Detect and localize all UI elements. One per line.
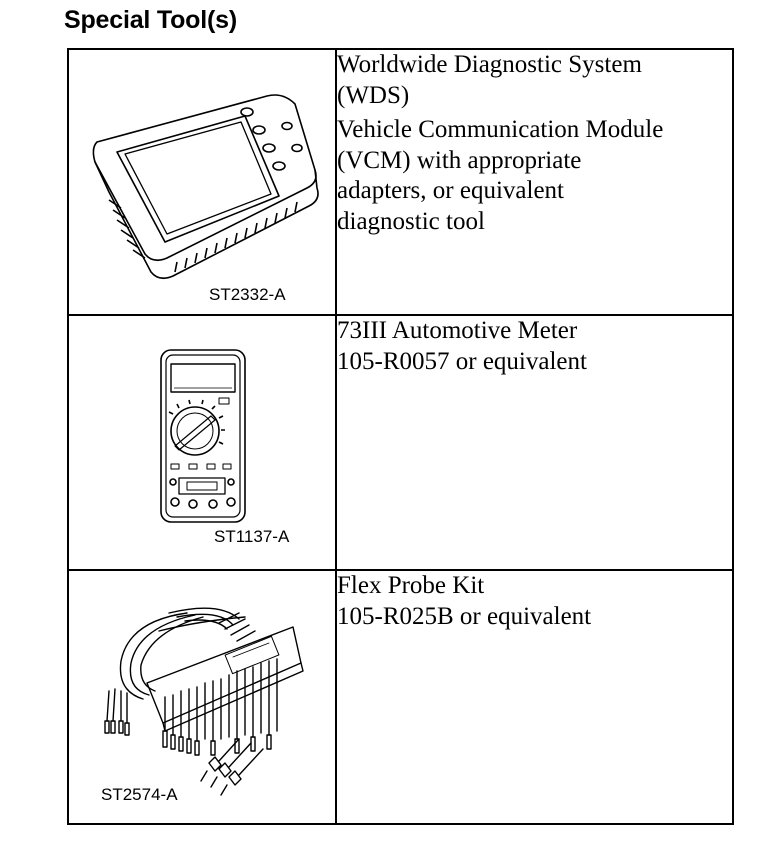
tool-description-line: Flex Probe Kit <box>337 572 485 599</box>
page-title: Special Tool(s) <box>64 6 237 34</box>
tool-description-cell: Worldwide Diagnostic System (WDS) Vehicl… <box>335 48 734 316</box>
multimeter-icon <box>160 349 246 523</box>
tool-code-label: ST2332-A <box>209 285 286 304</box>
table-row: ST2574-A Flex Probe Kit 105-R025B or equ… <box>67 569 734 825</box>
tool-code-label: ST1137-A <box>214 527 290 546</box>
diagnostic-system-icon <box>92 94 319 280</box>
tool-image-cell: ST1137-A <box>67 314 337 571</box>
tool-description-line: 73III Automotive Meter <box>337 317 578 344</box>
tool-image-cell: ST2574-A <box>67 569 337 825</box>
tool-description-line: diagnostic tool <box>337 207 485 235</box>
tool-description-line: (WDS) <box>337 81 410 109</box>
tool-description-line: 105-R025B or equivalent <box>337 602 592 630</box>
tool-description-line: (VCM) with appropriate <box>337 146 582 174</box>
tool-description-line: Vehicle Communication Module <box>337 116 664 143</box>
table-row: ST2332-A Worldwide Diagnostic System (WD… <box>67 48 734 316</box>
tool-description-line: Worldwide Diagnostic System <box>337 51 642 78</box>
tool-description-line: adapters, or equivalent <box>337 177 564 204</box>
table-row: ST1137-A 73III Automotive Meter 105-R005… <box>67 314 734 571</box>
special-tools-table: ST2332-A Worldwide Diagnostic System (WD… <box>67 48 734 825</box>
tool-image-cell: ST2332-A <box>67 48 337 316</box>
tool-description-cell: 73III Automotive Meter 105-R0057 or equi… <box>335 314 734 571</box>
tool-description-line: 105-R0057 or equivalent <box>337 347 587 375</box>
flex-probe-kit-icon <box>104 607 304 796</box>
tool-description-cell: Flex Probe Kit 105-R025B or equivalent <box>335 569 734 825</box>
tool-code-label: ST2574-A <box>101 785 178 804</box>
